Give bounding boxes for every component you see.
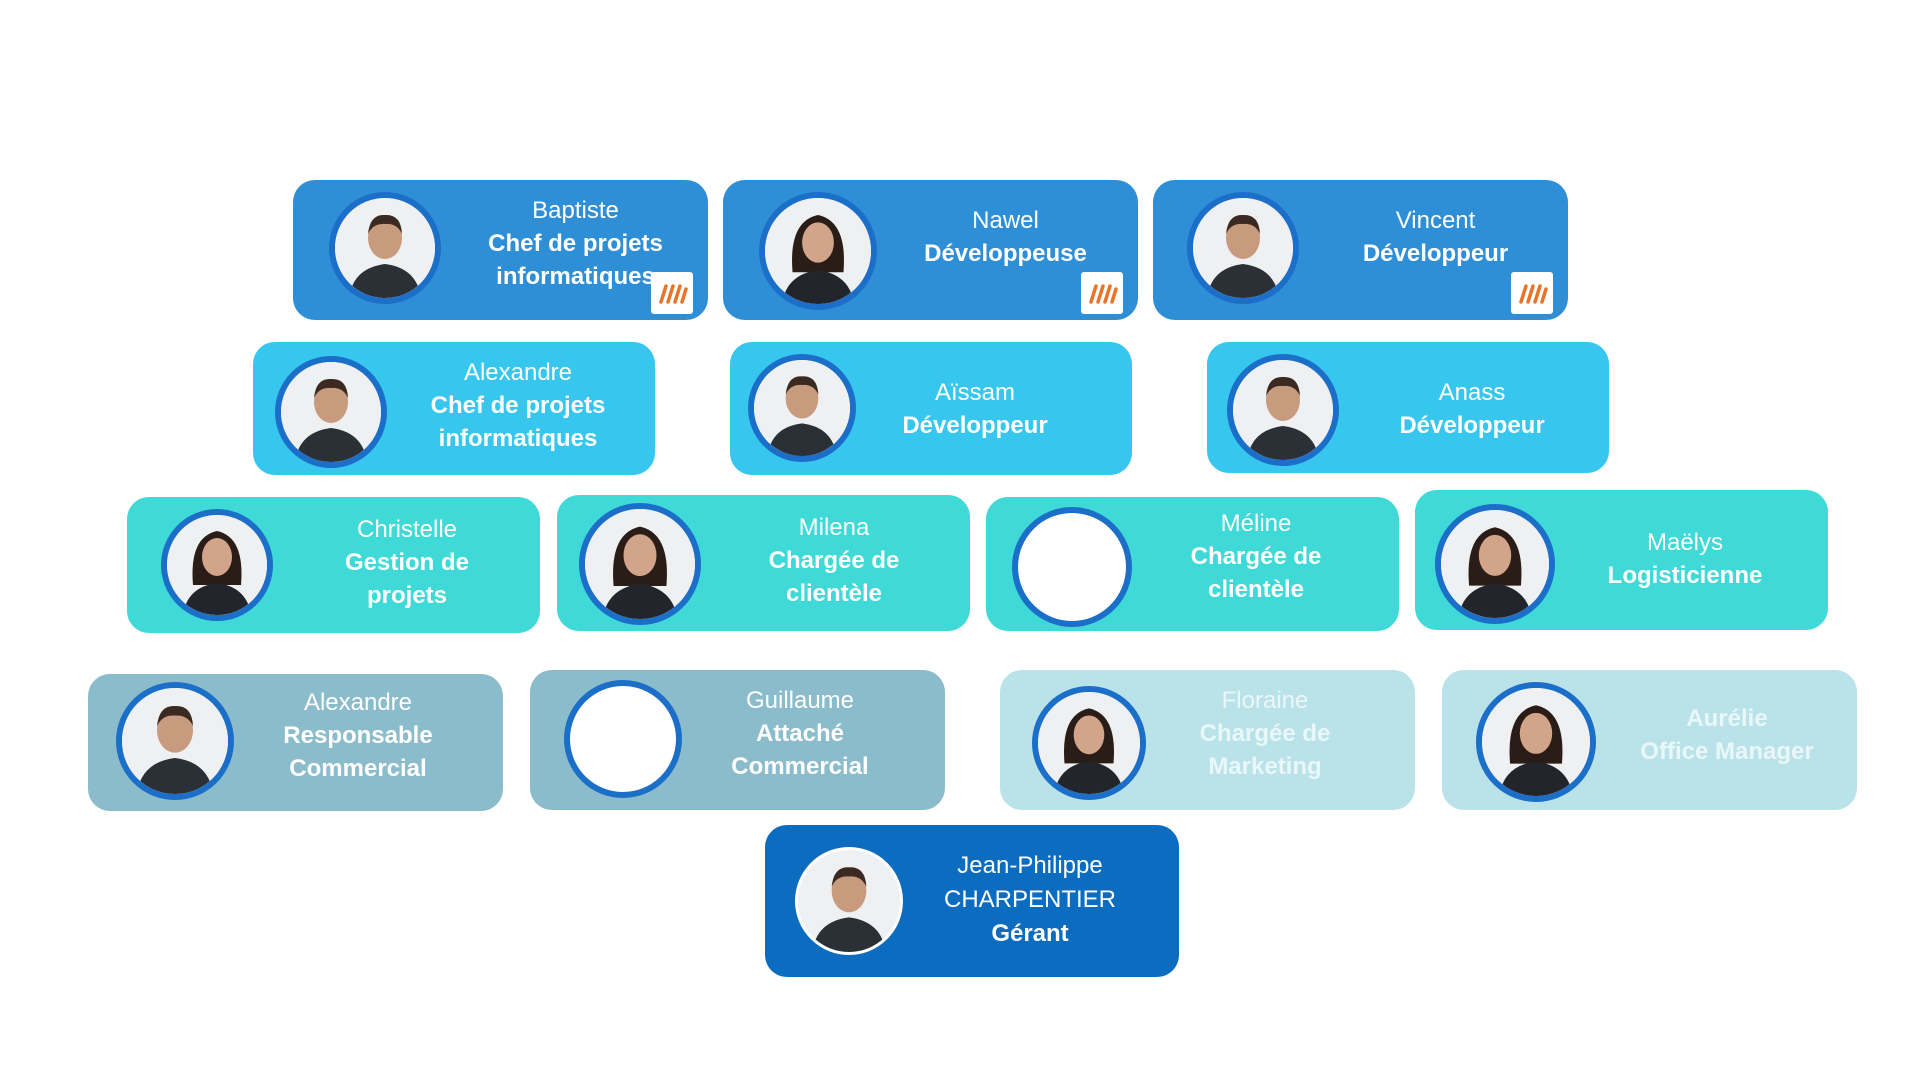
employee-role: Développeur: [1362, 240, 1509, 267]
employee-role: Chargée de clientèle: [1190, 543, 1322, 603]
avatar: [329, 192, 441, 304]
employee-name: Christelle: [356, 516, 458, 543]
avatar-placeholder: [564, 680, 682, 798]
avatar: [759, 192, 877, 310]
employee-role: Chargée de clientèle: [768, 547, 900, 607]
employee-role: Chef de projets informatiques: [430, 392, 606, 452]
avatar-placeholder: [1012, 507, 1132, 627]
org-card-alexandre-it: Alexandre Chef de projets informatiques: [253, 342, 655, 475]
avatar: [795, 847, 903, 955]
person-photo-icon: [1233, 360, 1333, 460]
org-card-director: Jean-Philippe CHARPENTIER Gérant: [765, 825, 1179, 977]
employee-name: Nawel: [972, 207, 1039, 234]
employee-role: Développeur: [902, 412, 1048, 439]
employee-name: Vincent: [1395, 207, 1476, 234]
employee-role: Gérant: [991, 920, 1069, 947]
company-logo-icon: [1511, 272, 1553, 314]
employee-role: Attaché Commercial: [731, 720, 869, 780]
employee-name: Aurélie: [1686, 705, 1768, 732]
org-card-floraine: Floraine Chargée de Marketing: [1000, 670, 1415, 810]
org-card-baptiste: Baptiste Chef de projets informatiques: [293, 180, 708, 320]
avatar: [748, 354, 856, 462]
employee-role: Chargée de Marketing: [1199, 720, 1331, 780]
employee-name: Baptiste: [532, 197, 619, 224]
company-logo-icon: [651, 272, 693, 314]
org-card-guillaume: Guillaume Attaché Commercial: [530, 670, 945, 810]
avatar: [116, 682, 234, 800]
avatar: [1187, 192, 1299, 304]
avatar: [161, 509, 273, 621]
employee-role: Logisticienne: [1607, 562, 1763, 589]
org-card-maelys: Maëlys Logisticienne: [1415, 490, 1828, 630]
org-card-aurelie: Aurélie Office Manager: [1442, 670, 1857, 810]
employee-name: Guillaume: [745, 687, 855, 714]
employee-name: Alexandre: [463, 359, 573, 386]
person-photo-icon: [1482, 688, 1590, 796]
employee-name: Jean-Philippe CHARPENTIER: [943, 852, 1117, 913]
employee-role: Gestion de projets: [344, 549, 470, 609]
employee-role: Office Manager: [1640, 738, 1814, 765]
person-photo-icon: [167, 515, 267, 615]
company-logo-icon: [1081, 272, 1123, 314]
employee-name: Floraine: [1221, 687, 1309, 714]
org-card-anass: Anass Développeur: [1207, 342, 1609, 473]
employee-name: Milena: [798, 514, 870, 541]
employee-role: Chef de projets informatiques: [488, 230, 663, 290]
avatar: [1435, 504, 1555, 624]
employee-role: Développeur: [1399, 412, 1545, 439]
person-photo-icon: [335, 198, 435, 298]
employee-name: Alexandre: [303, 689, 413, 716]
employee-role: Développeuse: [924, 240, 1087, 267]
employee-name: Anass: [1438, 379, 1506, 406]
org-card-aissam: Aïssam Développeur: [730, 342, 1132, 475]
person-photo-icon: [798, 850, 900, 952]
org-card-vincent: Vincent Développeur: [1153, 180, 1568, 320]
person-photo-icon: [122, 688, 228, 794]
person-photo-icon: [1038, 692, 1140, 794]
employee-name: Maëlys: [1646, 529, 1724, 556]
employee-role: Responsable Commercial: [283, 722, 433, 782]
avatar: [1227, 354, 1339, 466]
person-photo-icon: [281, 362, 381, 462]
org-card-alexandre-sales: Alexandre Responsable Commercial: [88, 674, 503, 811]
avatar: [1032, 686, 1146, 800]
employee-name: Méline: [1220, 510, 1292, 537]
person-photo-icon: [1193, 198, 1293, 298]
org-card-milena: Milena Chargée de clientèle: [557, 495, 970, 631]
org-card-christelle: Christelle Gestion de projets: [127, 497, 540, 633]
person-photo-icon: [754, 360, 850, 456]
org-card-nawel: Nawel Développeuse: [723, 180, 1138, 320]
person-photo-icon: [765, 198, 871, 304]
avatar: [579, 503, 701, 625]
avatar: [1476, 682, 1596, 802]
person-photo-icon: [1441, 510, 1549, 618]
person-photo-icon: [585, 509, 695, 619]
employee-name: Aïssam: [934, 379, 1015, 406]
avatar: [275, 356, 387, 468]
org-card-meline: Méline Chargée de clientèle: [986, 497, 1399, 631]
